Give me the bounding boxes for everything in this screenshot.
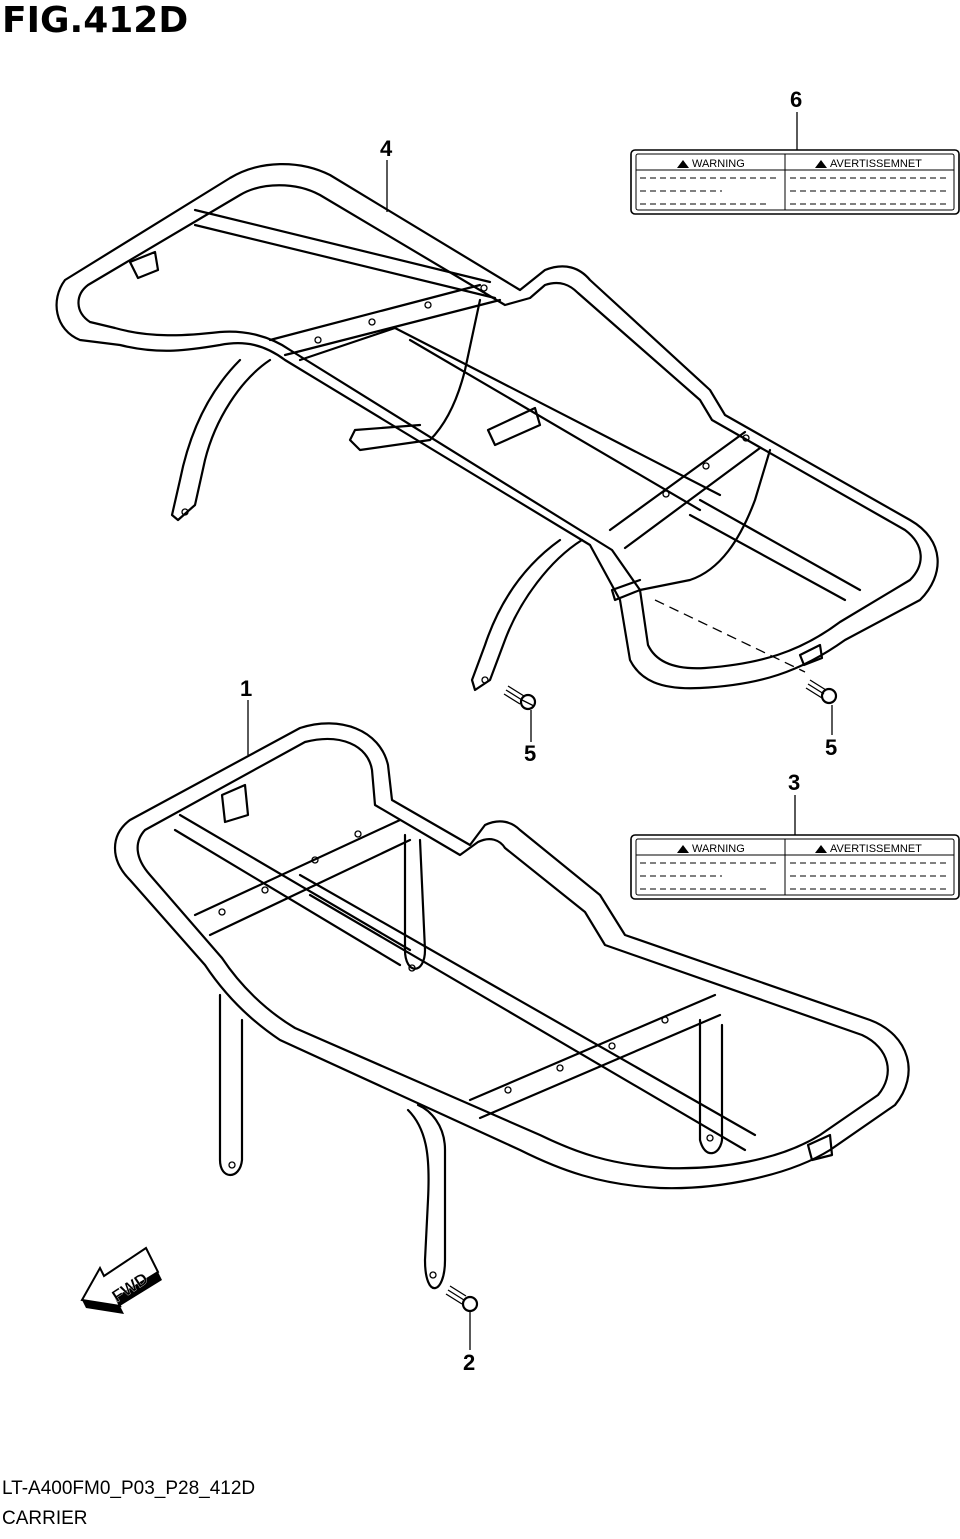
callout-4: 4 <box>380 136 393 161</box>
label3-avertissement-text: AVERTISSEMNET <box>830 843 922 855</box>
callout-3: 3 <box>788 770 800 795</box>
leader-lines <box>247 112 833 1350</box>
callout-5-left: 5 <box>524 741 536 766</box>
warning-label-part-3[interactable]: WARNING AVERTISSEMNET <box>630 834 960 900</box>
bolt-part-5-left[interactable] <box>503 685 537 711</box>
label6-avertissement-text: AVERTISSEMNET <box>830 158 922 170</box>
warning-triangle-icon <box>815 160 827 168</box>
label6-warning-text: WARNING <box>692 158 745 170</box>
front-carrier-part-1[interactable] <box>114 722 910 1290</box>
label3-warning-text: WARNING <box>692 843 745 855</box>
warning-label-part-6[interactable]: WARNING AVERTISSEMNET <box>630 149 960 215</box>
bolt-part-5-right[interactable] <box>805 679 838 705</box>
callout-6: 6 <box>790 87 802 112</box>
figure-title: FIG.412D <box>2 0 189 41</box>
callout-2: 2 <box>463 1350 475 1375</box>
warning-triangle-icon <box>677 845 689 853</box>
fwd-arrow-icon: FWD <box>80 1246 162 1314</box>
callout-5-right: 5 <box>825 735 837 760</box>
warning-triangle-icon <box>677 160 689 168</box>
diagram-code: LT-A400FM0_P03_P28_412D <box>2 1478 256 1499</box>
callout-1: 1 <box>240 676 252 701</box>
rear-carrier-part-4[interactable] <box>55 163 939 692</box>
bolt-part-2[interactable] <box>445 1285 479 1313</box>
warning-triangle-icon <box>815 845 827 853</box>
diagram-name: CARRIER <box>2 1508 88 1529</box>
